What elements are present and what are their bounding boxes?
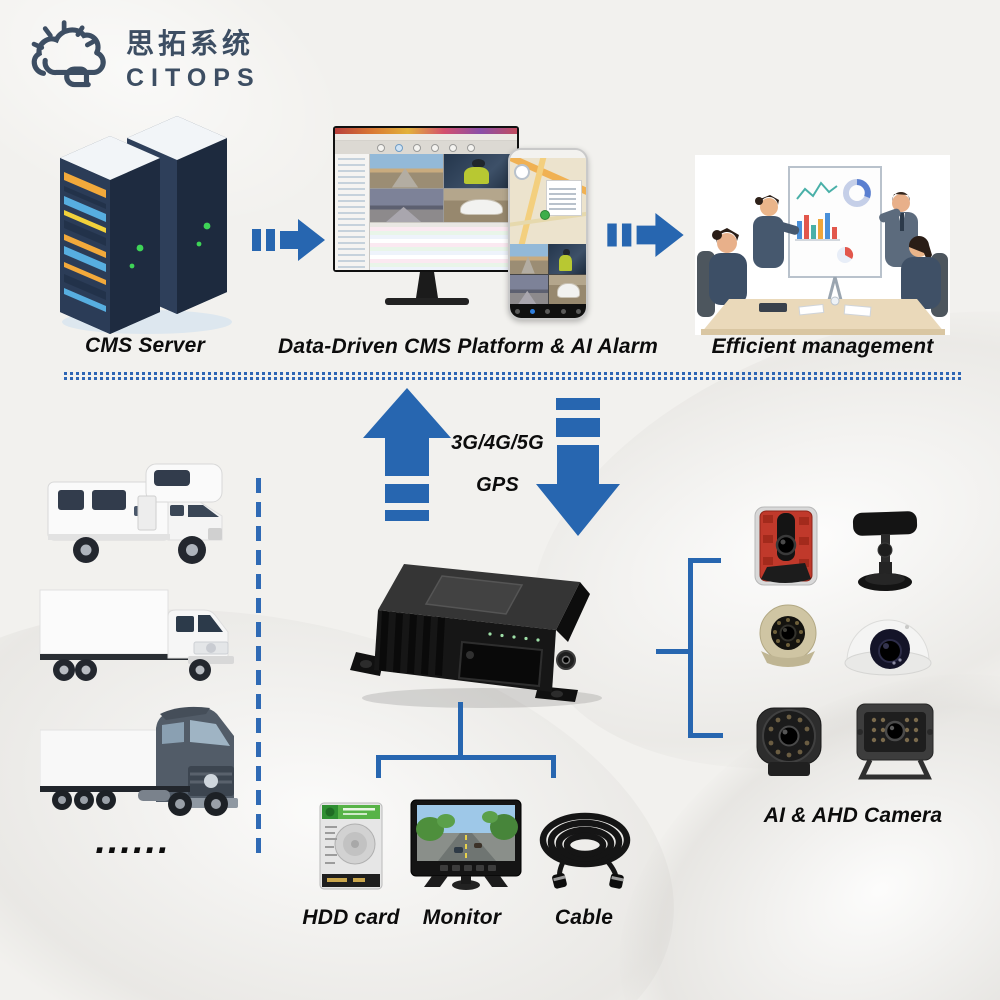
toolbar-button (467, 143, 475, 152)
video-feed-driver (444, 154, 517, 188)
box-truck-illustration (39, 589, 234, 681)
network-label: 3G/4G/5G (451, 432, 544, 454)
smartphone-app (508, 148, 588, 320)
toolbar (335, 141, 517, 154)
more-vehicles-ellipsis: ...... (95, 820, 171, 862)
segmented-right-arrow-icon (607, 213, 684, 257)
connector-line (551, 755, 556, 778)
dome-camera-beige-illustration (759, 604, 817, 667)
segmented-up-arrow-icon (363, 388, 451, 521)
monitor-label: Monitor (422, 906, 502, 929)
cms-server-label: CMS Server (85, 334, 205, 357)
phone-map-view (510, 158, 586, 244)
cloud-with-sun-rays-icon (31, 20, 106, 88)
monitor-bezel (333, 126, 519, 272)
toolbar-button (377, 143, 385, 152)
mdvr-device-illustration (350, 564, 602, 708)
connector-line (656, 649, 688, 654)
video-feed-road (370, 154, 443, 188)
hdd-label: HDD card (302, 906, 400, 929)
window-titlebar (335, 128, 517, 134)
monitor-stand-base (385, 298, 469, 305)
logo-en-text: CITOPS (126, 63, 261, 92)
cable-label: Cable (554, 906, 614, 929)
phone-status-bar (510, 150, 586, 158)
menu-bar (335, 134, 517, 141)
toolbar-button (431, 143, 439, 152)
gps-antenna-illustration (852, 511, 918, 591)
connector-line (688, 558, 721, 563)
cms-platform-monitor (333, 126, 523, 318)
phone-video-grid (510, 244, 586, 304)
connector-line (376, 755, 556, 760)
citops-logo: 思拓系统 CITOPS (28, 20, 261, 94)
toolbar-button (413, 143, 421, 152)
device-tree-panel (335, 154, 370, 270)
logo-cn-text: 思拓系统 (126, 27, 255, 59)
gps-label: GPS (476, 474, 519, 496)
video-feed-vehicle (444, 188, 517, 222)
rear-camera-illustration (856, 703, 934, 780)
vehicle-location-pin (540, 210, 550, 220)
alarm-log-table (370, 222, 517, 270)
side-camera-illustration (756, 707, 822, 776)
car-monitor-illustration (410, 799, 522, 891)
vehicle-separator-dashed-line (256, 478, 261, 858)
cms-platform-label: Data-Driven CMS Platform & AI Alarm (277, 335, 659, 358)
segmented-down-arrow-icon (536, 398, 620, 536)
segmented-right-arrow-icon (252, 219, 325, 261)
cms-software-screen (335, 128, 517, 270)
efficient-management-label: Efficient management (711, 335, 934, 358)
coiled-cable-illustration (539, 812, 631, 889)
section-divider-dotted (64, 372, 964, 382)
toolbar-button (395, 143, 403, 152)
meeting-scene-illustration (695, 155, 950, 335)
hdd-drive-illustration (319, 802, 383, 890)
video-feed-dusk-road (370, 188, 443, 222)
dome-camera-white-illustration (844, 619, 932, 676)
map-info-popup (546, 180, 582, 216)
camera-group-label: AI & AHD Camera (763, 804, 943, 827)
connector-line (688, 558, 693, 738)
semi-truck-illustration (40, 706, 238, 816)
phone-control-bar (510, 304, 586, 318)
ai-dashcam-illustration (754, 506, 818, 586)
connector-line (376, 755, 381, 778)
monitor-stand-neck (416, 272, 438, 298)
rv-camper-illustration (47, 463, 223, 564)
compass-icon (514, 164, 530, 180)
video-grid (370, 154, 517, 222)
connector-line (458, 702, 463, 758)
connector-line (688, 733, 723, 738)
cms-server-illustration (60, 116, 232, 334)
toolbar-button (449, 143, 457, 152)
